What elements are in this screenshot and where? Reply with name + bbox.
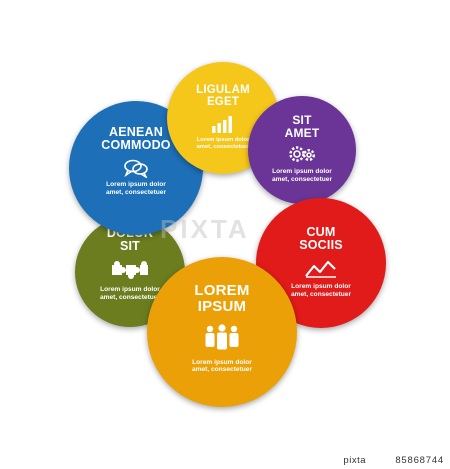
circle-dolor-sit: DOLOR SIT Lorem ipsum dolor amet, consec… (75, 217, 185, 327)
circle-text: Lorem ipsum dolor amet, consectetuer (99, 286, 161, 302)
footer: pixta 85868744 (0, 451, 450, 469)
circle-title: SIT AMET (284, 113, 320, 140)
circle-title: AENEAN COMMODO (101, 125, 171, 153)
circle-title: LIGULAM EGET (196, 84, 250, 109)
circle-title: CUM SOCIIS (299, 225, 343, 253)
bar-chart-icon (212, 116, 232, 134)
puzzle-icon (112, 261, 148, 280)
footer-brand: pixta (343, 455, 366, 466)
circle-text: Lorem ipsum dolor amet, consectetuer (271, 168, 333, 184)
circle-text: Lorem ipsum dolor amet, consectetuer (191, 358, 253, 374)
footer-image-id: 85868744 (395, 455, 444, 466)
circle-lorem-ipsum: LOREM IPSUM Lorem ipsum dolor amet, cons… (147, 257, 297, 407)
watermark: PIXTA (160, 214, 250, 244)
people-group-icon (205, 323, 239, 349)
gears-icon (289, 146, 316, 162)
speech-bubbles-icon (124, 159, 148, 179)
line-chart-icon (305, 261, 336, 279)
circle-sit-amet: SIT AMET Lorem ipsum dolor amet, consect… (248, 96, 356, 204)
circle-text: Lorem ipsum dolor amet, consectetuer (105, 181, 167, 197)
circle-title: LOREM IPSUM (194, 282, 250, 315)
circle-text: Lorem ipsum dolor amet, consectetuer (196, 137, 250, 151)
circle-text: Lorem ipsum dolor amet, consectetuer (290, 283, 352, 299)
